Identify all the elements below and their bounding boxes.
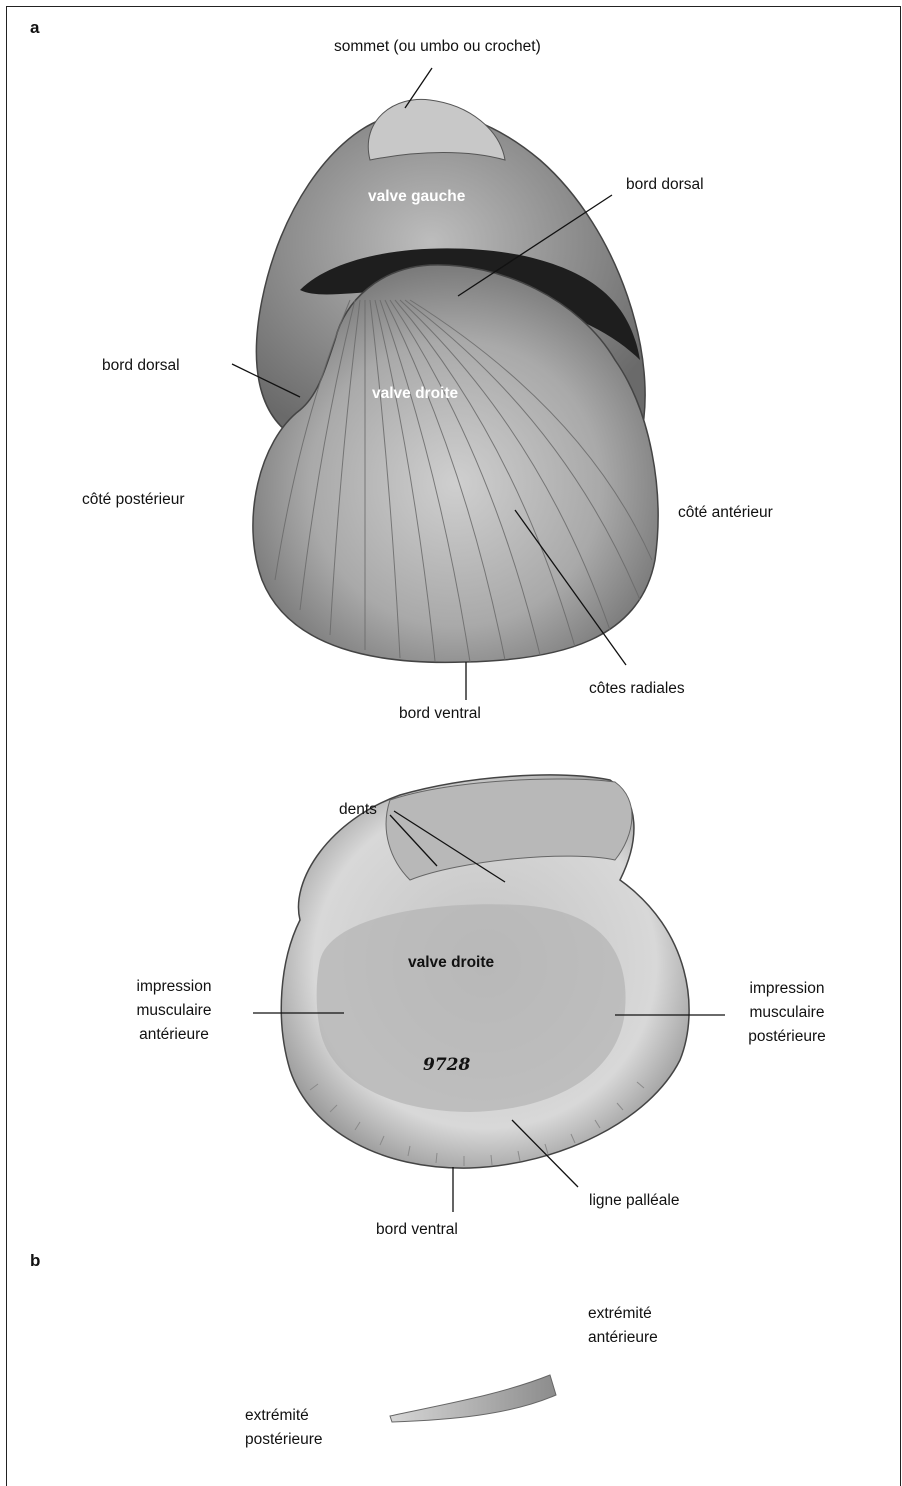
label-left-valve: valve gauche	[368, 185, 465, 209]
label-radial-ribs: côtes radiales	[589, 677, 685, 701]
label-posterior-end: extrémité postérieure	[245, 1404, 323, 1452]
label-ventral-edge-top: bord ventral	[399, 702, 481, 726]
label-umbo: sommet (ou umbo ou crochet)	[334, 35, 541, 59]
shell-external-view	[253, 99, 658, 662]
label-posterior-side: côté postérieur	[82, 488, 185, 512]
label-anterior-side: côté antérieur	[678, 501, 773, 525]
label-pallial-line: ligne palléale	[589, 1189, 680, 1213]
label-dorsal-edge-right: bord dorsal	[626, 173, 704, 197]
specimen-number: 9728	[423, 1053, 470, 1077]
panel-letter-a: a	[30, 18, 39, 38]
panel-letter-b: b	[30, 1251, 40, 1271]
label-right-valve-inner: valve droite	[408, 951, 494, 975]
label-anterior-end: extrémité antérieure	[588, 1302, 658, 1350]
label-right-valve-outer: valve droite	[372, 382, 458, 406]
label-anterior-muscle: impression musculaire antérieure	[112, 975, 236, 1047]
scaphopod-shell	[390, 1375, 556, 1422]
label-ventral-edge-bottom: bord ventral	[376, 1218, 458, 1242]
label-posterior-muscle: impression musculaire postérieure	[732, 977, 842, 1049]
label-teeth: dents	[339, 798, 377, 822]
label-dorsal-edge-left: bord dorsal	[102, 354, 180, 378]
